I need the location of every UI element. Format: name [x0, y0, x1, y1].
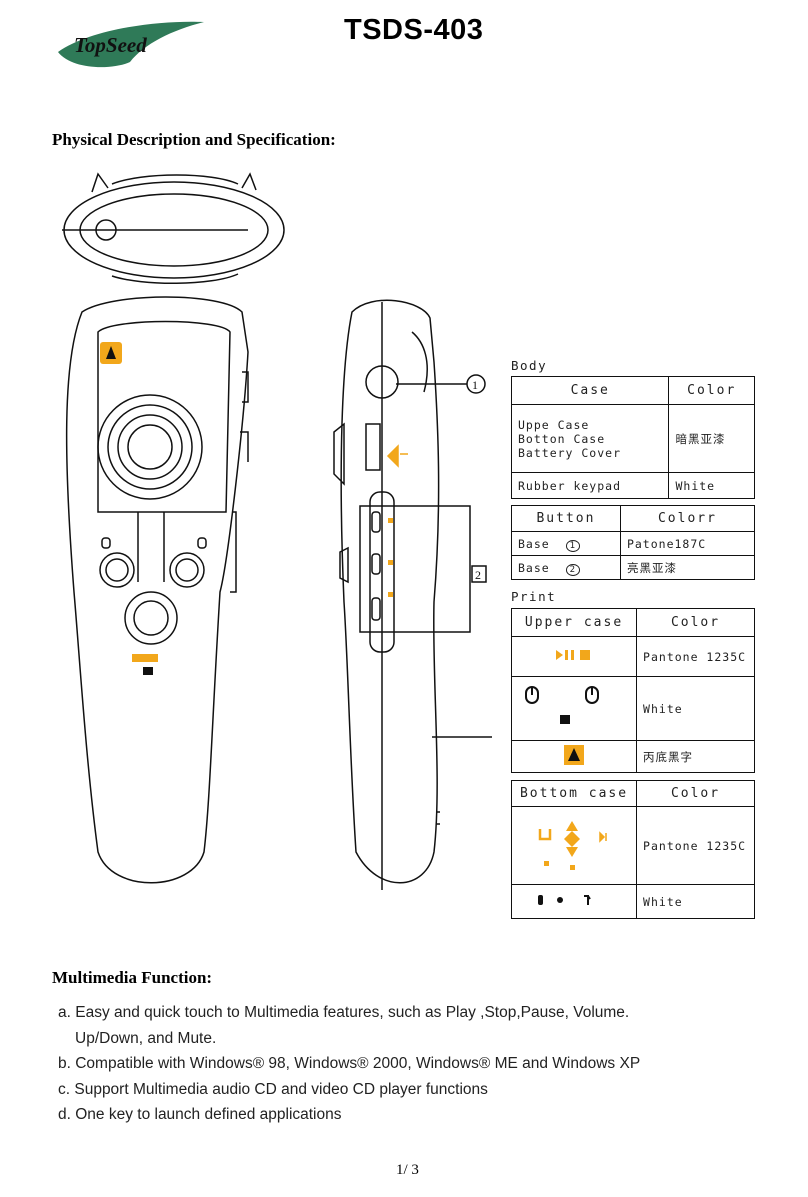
rubber-keypad-color: White: [668, 472, 755, 499]
bottom-case-header: Bottom case: [510, 780, 638, 807]
group-label-body: Body: [511, 358, 548, 373]
button-row-2: Base 2: [511, 555, 621, 580]
top-view: [62, 172, 285, 284]
button-header: Button: [511, 505, 621, 532]
feature-item-a: a. Easy and quick touch to Multimedia fe…: [58, 1004, 630, 1021]
body-spec-table: Case Color Uppe Case Botton Case Battery…: [510, 376, 755, 499]
svg-text:2: 2: [475, 568, 481, 582]
upper-row-2-color: White: [636, 676, 755, 741]
mouse-buttons-icons: [510, 676, 638, 741]
bottom-row-1-color: Pantone 1235C: [636, 806, 755, 885]
page-number: 1/ 3: [396, 1162, 419, 1178]
upper-row-3-color: 丙底黑字: [636, 740, 755, 773]
button-color-header: Colorr: [619, 505, 756, 532]
front-view: [65, 296, 249, 884]
group-label-print: Print: [511, 589, 557, 604]
bottom-row-2-color: White: [636, 884, 755, 919]
upper-color-header: Color: [636, 608, 755, 637]
button-row-1-color: Patone187C: [619, 531, 756, 556]
section-heading-physical: Physical Description and Specification:: [52, 130, 336, 149]
print-bottom-table: Bottom case Color Pantone 1235C White: [510, 780, 755, 919]
play-pause-stop-icons: [510, 636, 638, 677]
side-view: 1 2: [333, 299, 492, 890]
button-row-1: Base 1: [511, 531, 621, 556]
section-heading-multimedia: Multimedia Function:: [52, 968, 213, 987]
svg-text:1: 1: [472, 378, 478, 392]
feature-item-d: d. One key to launch defined application…: [58, 1106, 342, 1124]
body-header-case: Case: [510, 376, 670, 405]
topseed-logo: TopSeed: [58, 21, 204, 68]
upper-case-header: Upper case: [510, 608, 638, 637]
document-title: TSDS-403: [344, 14, 484, 46]
feature-item-c: c. Support Multimedia audio CD and video…: [58, 1080, 488, 1098]
button-row-2-color: 亮黑亚漆: [619, 555, 756, 580]
feature-item-b: b. Compatible with Windows® 98, Windows®…: [58, 1055, 641, 1073]
rubber-keypad-cell: Rubber keypad: [510, 472, 670, 499]
device-drawing: 1 2: [62, 172, 492, 890]
feature-item-a-continued: Up/Down, and Mute.: [75, 1029, 217, 1047]
body-color-cell: 暗黑亚漆: [668, 404, 755, 473]
warning-icon: [510, 740, 638, 773]
upper-row-1-color: Pantone 1235C: [636, 636, 755, 677]
body-header-color: Color: [668, 376, 755, 405]
svg-text:TopSeed: TopSeed: [74, 33, 147, 57]
orange-arrow-icons: [510, 806, 638, 885]
black-side-icons: [510, 884, 638, 919]
bottom-color-header: Color: [636, 780, 755, 807]
print-upper-table: Upper case Color Pantone 1235C White 丙底黑…: [510, 608, 755, 773]
feature-list: a. Easy and quick touch to Multimedia fe…: [58, 1000, 758, 1128]
button-spec-table: Button Colorr Base 1 Patone187C Base 2 亮…: [511, 505, 756, 580]
body-parts-cell: Uppe Case Botton Case Battery Cover: [510, 404, 670, 473]
